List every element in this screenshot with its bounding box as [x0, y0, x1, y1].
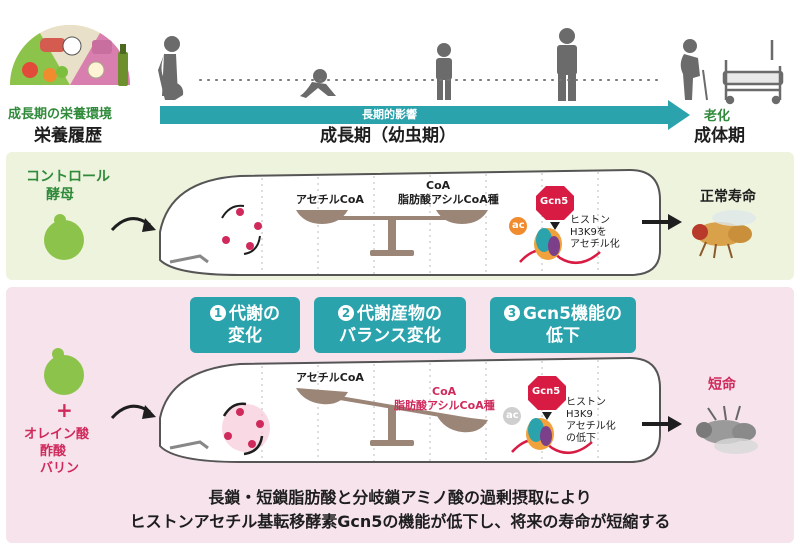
treated-ac-label: ac [506, 410, 519, 421]
control-histone-line3: アセチル化 [570, 239, 620, 250]
control-gcn5-icon [536, 186, 574, 230]
adult-man-icon [436, 43, 452, 100]
control-yeast-icon [44, 214, 84, 260]
growth-period-label: 成長期（幼虫期） [320, 126, 456, 146]
baby-icon [300, 69, 336, 98]
treated-plus: + [56, 398, 73, 422]
control-balance-scale [296, 210, 488, 256]
food-wheel-icon [9, 24, 131, 86]
elderly-person-icon [680, 39, 708, 101]
long-term-effect-label: 長期的影響 [362, 108, 417, 121]
treated-coa: CoA [432, 385, 457, 398]
nutrition-history-label: 栄養履歴 [34, 126, 102, 146]
treated-histone-line3: アセチル化 [566, 421, 616, 432]
treated-line2: 酢酸 [40, 444, 67, 459]
control-ac-label: ac [512, 220, 525, 231]
long-term-arrow [160, 100, 690, 130]
control-histone-line2: H3K9を [570, 227, 607, 238]
factor-3-line2: 低下 [546, 326, 580, 346]
factor-3-line1: Gcn5機能の [523, 304, 622, 324]
treated-outcome-label: 短命 [708, 377, 736, 393]
factor-2-line1: 代謝産物の [357, 304, 442, 324]
adult-period-label: 成体期 [694, 126, 745, 146]
treated-nucleosome-icon [503, 407, 593, 455]
control-histone-line1: ヒストン [570, 215, 610, 226]
control-nucleosome-icon [509, 217, 601, 265]
hospital-bed-icon [722, 40, 784, 105]
factor-2-number: 2 [338, 305, 354, 321]
control-acetyl-coa: アセチルCoA [296, 193, 364, 206]
control-title-line2: 酵母 [46, 187, 74, 203]
treated-outcome-arrow [642, 416, 682, 432]
nutrition-env-label: 成長期の栄養環境 [8, 107, 113, 122]
control-coa: CoA [426, 179, 451, 192]
treated-histone-line4: の低下 [566, 433, 596, 444]
aging-label: 老化 [704, 109, 731, 124]
factor-3-number: 3 [504, 305, 521, 321]
treated-histone-line1: ヒストン [566, 397, 606, 408]
treated-fatty-acyl-coa: 脂肪酸アシルCoA種 [394, 399, 495, 412]
treated-metabolic-cycle [222, 402, 270, 456]
life-stage-silhouettes [158, 28, 784, 105]
control-metabolic-cycle [221, 204, 262, 255]
treated-yeast-icon [44, 348, 84, 395]
adult-man-icon-2 [557, 28, 577, 101]
factor-1-number: 1 [210, 305, 226, 321]
factor-2-line2: バランス変化 [339, 326, 441, 346]
control-fatty-acyl-coa: 脂肪酸アシルCoA種 [398, 193, 499, 206]
control-gcn5-label: Gcn5 [540, 196, 569, 207]
healthy-fly-icon [692, 210, 756, 259]
control-title-line1: コントロール [26, 169, 110, 185]
pregnant-woman-icon [158, 36, 184, 100]
treated-acetyl-coa: アセチルCoA [296, 371, 364, 384]
conclusion-line1: 長鎖・短鎖脂肪酸と分岐鎖アミノ酸の過剰摂取により [208, 488, 592, 507]
treated-gcn5-icon [528, 376, 566, 420]
conclusion-line2: ヒストンアセチル基転移酵素Gcn5の機能が低下し、将来の寿命が短縮する [129, 512, 671, 531]
control-outcome-arrow [642, 214, 682, 230]
treated-line3: バリン [40, 461, 80, 476]
treated-histone-line2: H3K9 [566, 409, 593, 420]
dead-fly-icon [696, 405, 758, 454]
factor-1-line1: 代謝の [229, 304, 280, 324]
treated-balance-scale [296, 388, 488, 446]
treated-line1: オレイン酸 [24, 427, 90, 442]
control-outcome-label: 正常寿命 [700, 189, 756, 205]
factor-1-line2: 変化 [228, 326, 262, 346]
treated-gcn5-label: Gcn5 [532, 386, 561, 397]
